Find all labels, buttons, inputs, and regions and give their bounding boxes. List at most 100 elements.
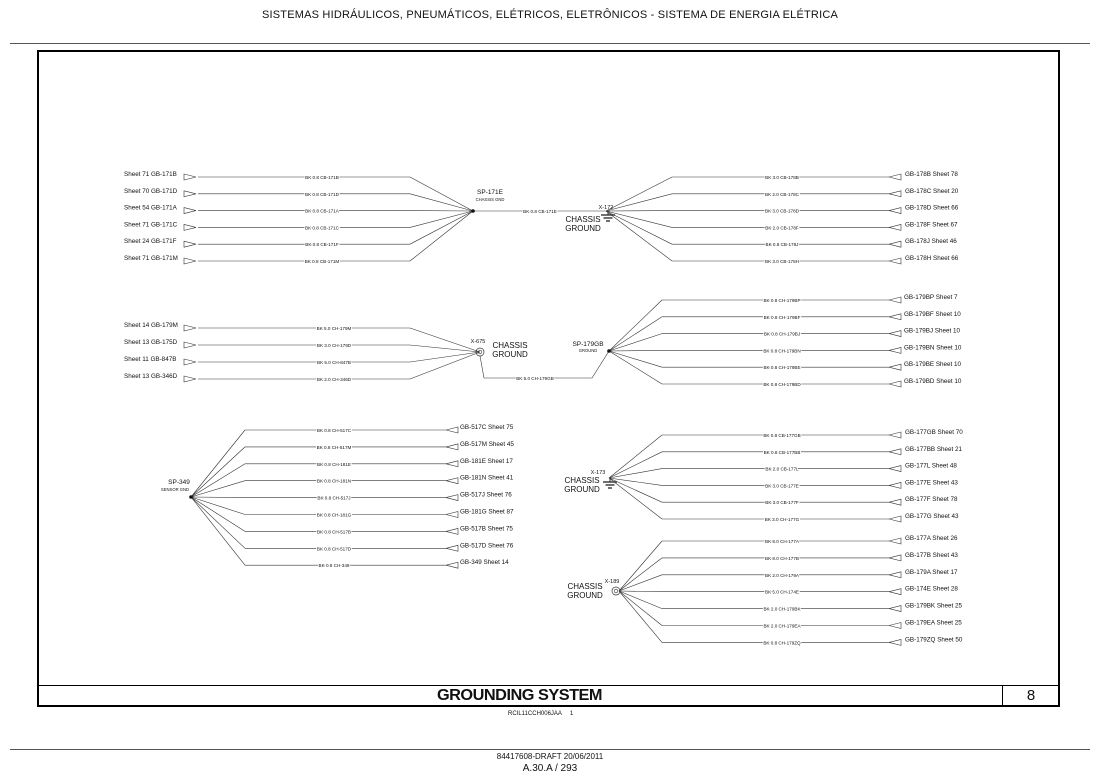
wire-label: BK 3.0 CB-177E bbox=[765, 483, 799, 488]
wire-label: BK 0.8 CH-179BN bbox=[763, 348, 800, 353]
splice-sublabel: SENSOR GND bbox=[161, 487, 189, 492]
wire-branch bbox=[608, 434, 663, 479]
connector-label: Sheet 11 GB-847B bbox=[124, 356, 176, 363]
connector-arrow-icon bbox=[888, 537, 902, 545]
connector-arrow-icon bbox=[445, 561, 459, 569]
connector-arrow-icon bbox=[888, 571, 902, 579]
connector-label: Sheet 71 GB-171C bbox=[124, 221, 178, 228]
connector-label: GB-179BN Sheet 10 bbox=[904, 344, 962, 351]
ring-terminal-icon bbox=[475, 347, 485, 357]
wire-label: BK 3.0 CB-178B bbox=[765, 175, 799, 180]
wire-branch bbox=[608, 350, 663, 385]
wire-branch bbox=[409, 351, 481, 363]
connector-label: Sheet 71 GB-171M bbox=[124, 255, 178, 262]
footer-page-ref: A.30.A / 293 bbox=[522, 763, 578, 774]
connector-arrow-icon bbox=[888, 465, 902, 472]
connector-label: GB-177B Sheet 43 bbox=[905, 552, 958, 559]
connector-arrow-icon bbox=[888, 190, 902, 198]
wire-branch bbox=[190, 496, 246, 498]
wire-label: BK 0.8 CB-171A bbox=[305, 209, 340, 214]
wire-label: BK 2.0 CH-346D bbox=[317, 377, 352, 382]
connector-arrow-icon bbox=[888, 296, 902, 304]
ring-terminal-icon bbox=[611, 586, 621, 596]
ground-id-label: X-173 bbox=[591, 470, 606, 476]
ground-name: GROUND bbox=[492, 350, 528, 359]
wire-branch bbox=[608, 477, 663, 503]
wire-label: BK 0.8 CB-171M bbox=[305, 259, 340, 264]
wire-label: BK 8.0 CH-177A bbox=[765, 539, 800, 544]
wire-label: BK 0.8 CH-349 bbox=[319, 563, 350, 568]
connector-arrow-icon bbox=[888, 498, 902, 506]
connector-arrow-icon bbox=[888, 515, 902, 523]
connector-label: Sheet 13 GB-346D bbox=[124, 373, 178, 380]
title-block bbox=[37, 685, 1060, 707]
wire-label: BK 2.0 CH-179EA bbox=[763, 624, 801, 629]
ground-name: GROUND bbox=[564, 485, 600, 494]
connector-arrow-icon bbox=[888, 622, 902, 629]
connector-arrow-icon bbox=[888, 380, 902, 388]
connector-label: GB-349 Sheet 14 bbox=[460, 559, 509, 566]
wire-branch bbox=[618, 590, 663, 643]
connector-label: GB-178F Sheet 67 bbox=[905, 221, 958, 228]
drawing-code-id: RCIL11CCH006JAA bbox=[508, 711, 562, 717]
wire-branch bbox=[618, 590, 663, 626]
wire-label: BK 0.8 CH-181E bbox=[317, 462, 351, 467]
wire-branch bbox=[409, 351, 481, 380]
connector-arrow-icon bbox=[183, 375, 197, 383]
page-header-title: SISTEMAS HIDRÁULICOS, PNEUMÁTICOS, ELÉTR… bbox=[261, 9, 839, 21]
connector-arrow-icon bbox=[888, 588, 902, 596]
wire-label: BK 0.8 CH-517B bbox=[317, 529, 351, 534]
connector-arrow-icon bbox=[183, 257, 197, 265]
wire-branch bbox=[608, 451, 663, 479]
connector-arrow-icon bbox=[445, 477, 459, 485]
connector-label: GB-178B Sheet 78 bbox=[905, 171, 958, 178]
ground-name: GROUND bbox=[567, 591, 603, 600]
link-wire bbox=[479, 350, 610, 379]
connector-label: GB-179BF Sheet 10 bbox=[904, 311, 961, 318]
wire-branch bbox=[409, 327, 481, 353]
wire-label: BK 0.8 CH-517C bbox=[317, 428, 352, 433]
connector-arrow-icon bbox=[888, 224, 902, 231]
wire-label: BK 3.0 CB-177F bbox=[765, 500, 799, 505]
connector-label: GB-179BE Sheet 10 bbox=[904, 361, 962, 368]
wire-label: BK 0.8 CH-517D bbox=[317, 546, 352, 551]
connector-label: GB-179BK Sheet 25 bbox=[905, 603, 963, 610]
connector-arrow-icon bbox=[445, 494, 459, 501]
wire-branch bbox=[190, 496, 246, 532]
wire-label: BK 0.8 CB-177GB bbox=[763, 433, 800, 438]
connector-label: GB-517C Sheet 75 bbox=[460, 424, 514, 431]
splice-sublabel: CHASSIS GND bbox=[476, 197, 505, 202]
wire-branch bbox=[605, 210, 673, 262]
wire-branch bbox=[190, 446, 246, 498]
connector-label: GB-517M Sheet 45 bbox=[460, 441, 514, 448]
wire-branch bbox=[409, 193, 474, 212]
connector-arrow-icon bbox=[888, 605, 902, 612]
connector-label: GB-178H Sheet 66 bbox=[905, 255, 959, 262]
wire-branch bbox=[409, 176, 474, 212]
wire-label: BK 0.8 CH-179BE bbox=[763, 365, 800, 370]
connector-arrow-icon bbox=[888, 173, 902, 181]
ground-id-label: X-172 bbox=[599, 205, 614, 211]
connector-label: Sheet 24 GB-171F bbox=[124, 238, 177, 245]
connector-label: Sheet 71 GB-171B bbox=[124, 171, 177, 178]
ground-id-label: X-189 bbox=[605, 579, 620, 585]
wire-label: BK 3.0 CB-178D bbox=[765, 209, 800, 214]
connector-label: GB-177BB Sheet 21 bbox=[905, 446, 963, 453]
connector-arrow-icon bbox=[183, 341, 197, 349]
wire-branch bbox=[409, 344, 481, 353]
connector-arrow-icon bbox=[888, 363, 902, 371]
wire-branch bbox=[608, 299, 663, 352]
splice-label: SP-171E bbox=[477, 189, 504, 196]
connector-label: Sheet 14 GB-179M bbox=[124, 322, 178, 329]
wire-label: BK 0.8 CH-179BD bbox=[763, 382, 801, 387]
connector-label: GB-179BJ Sheet 10 bbox=[904, 328, 961, 335]
splice-dot bbox=[471, 209, 475, 213]
connector-label: GB-178D Sheet 66 bbox=[905, 205, 959, 212]
wire-label: BK 3.0 CH-177G bbox=[765, 517, 800, 522]
splice-sublabel: GROUND bbox=[579, 348, 598, 353]
wire-label: BK 0.8 CH-181N bbox=[317, 479, 351, 484]
wire-branch bbox=[618, 557, 663, 592]
wire-label: BK 0.8 CH-517M bbox=[317, 445, 352, 450]
ground-name: CHASSIS bbox=[492, 341, 527, 350]
